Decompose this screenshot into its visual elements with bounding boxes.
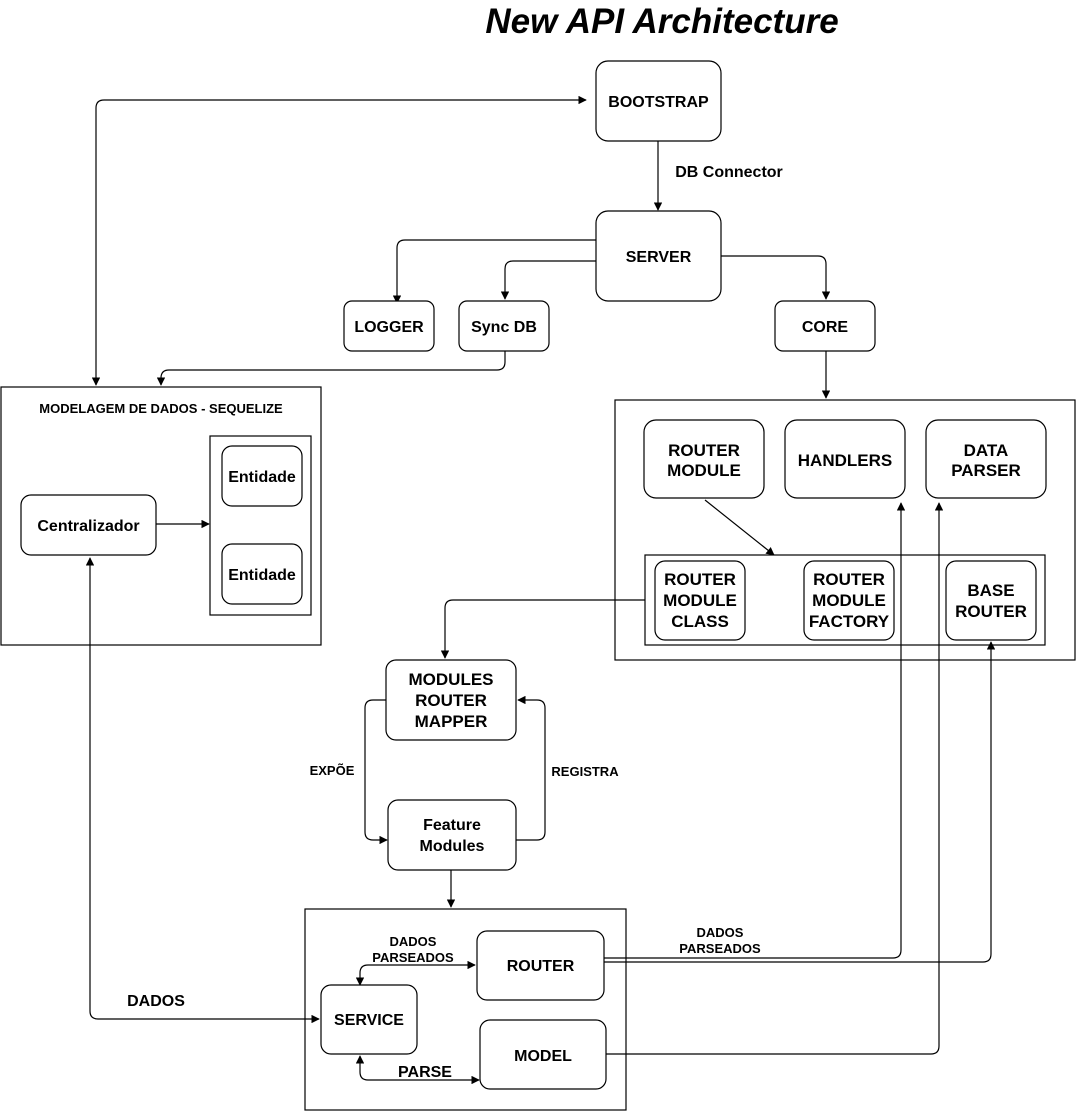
svg-text:ROUTER: ROUTER (813, 570, 885, 589)
node-entidade-2: Entidade (221, 543, 303, 605)
edge-routermodule-classes (704, 499, 775, 556)
svg-text:FACTORY: FACTORY (809, 612, 890, 631)
node-logger: LOGGER (343, 300, 435, 352)
label-dados-parseados-right-2: PARSEADOS (679, 941, 761, 956)
label-dados-parseados-left-2: PARSEADOS (372, 950, 454, 965)
edge-server-core (721, 255, 831, 300)
svg-text:SERVICE: SERVICE (334, 1012, 404, 1029)
svg-text:ROUTER: ROUTER (668, 441, 740, 460)
svg-text:BOOTSTRAP: BOOTSTRAP (608, 94, 709, 111)
diagram-title: New API Architecture (485, 2, 838, 41)
node-router-module: ROUTER MODULE (643, 419, 765, 499)
svg-text:PARSER: PARSER (951, 461, 1021, 480)
node-base-router: BASE ROUTER (945, 560, 1037, 641)
edge-bootstrap-modelagem (91, 95, 587, 386)
node-server: SERVER (595, 210, 722, 302)
label-dados-parseados-left-1: DADOS (390, 934, 437, 949)
edge-router-handlers (604, 502, 906, 959)
edge-centralizador-service (85, 557, 320, 1024)
edge-mapper-feature (364, 699, 388, 845)
label-parse: PARSE (398, 1064, 452, 1081)
node-data-parser: DATA PARSER (925, 419, 1047, 499)
svg-text:Centralizador: Centralizador (37, 518, 139, 535)
svg-text:Modules: Modules (420, 838, 485, 855)
svg-text:MODULE: MODULE (667, 461, 741, 480)
svg-text:Entidade: Entidade (228, 469, 296, 486)
edge-server-logger (392, 239, 596, 304)
svg-text:ROUTER: ROUTER (415, 691, 487, 710)
svg-text:HANDLERS: HANDLERS (798, 451, 892, 470)
group-modelagem-label: MODELAGEM DE DADOS - SEQUELIZE (39, 401, 283, 416)
node-router-module-factory: ROUTER MODULE FACTORY (803, 560, 895, 641)
svg-text:ROUTER: ROUTER (955, 602, 1027, 621)
label-dados: DADOS (127, 993, 185, 1010)
label-db-connector: DB Connector (675, 164, 783, 181)
edges (85, 95, 996, 1085)
label-dados-parseados-right-1: DADOS (697, 925, 744, 940)
svg-text:DATA: DATA (964, 441, 1009, 460)
label-registra: REGISTRA (551, 764, 619, 779)
edge-model-dataparser (606, 502, 944, 1055)
svg-text:CORE: CORE (802, 319, 849, 336)
node-handlers: HANDLERS (784, 419, 906, 499)
svg-text:MODULE: MODULE (812, 591, 886, 610)
edge-classes-mapper (440, 599, 645, 659)
svg-text:ROUTER: ROUTER (664, 570, 736, 589)
svg-text:MODULE: MODULE (663, 591, 737, 610)
edge-feature-mapper (516, 695, 546, 841)
edge-service-model (355, 1055, 480, 1085)
edge-server-syncdb (500, 260, 596, 300)
node-centralizador: Centralizador (20, 494, 157, 556)
node-entidade-1: Entidade (221, 445, 303, 507)
svg-text:MODULES: MODULES (409, 670, 494, 689)
node-service: SERVICE (320, 984, 418, 1055)
node-bootstrap: BOOTSTRAP (595, 60, 722, 142)
label-expoe: EXPÕE (310, 763, 355, 778)
node-router: ROUTER (476, 930, 605, 1001)
node-model: MODEL (479, 1019, 607, 1090)
svg-text:MAPPER: MAPPER (415, 712, 488, 731)
edge-router-baserouter (604, 641, 996, 963)
svg-text:LOGGER: LOGGER (354, 319, 424, 336)
svg-text:Entidade: Entidade (228, 567, 296, 584)
edge-router-service (355, 960, 476, 986)
node-feature-modules: Feature Modules (387, 799, 517, 871)
node-sync-db: Sync DB (458, 300, 550, 352)
node-router-module-class: ROUTER MODULE CLASS (654, 560, 746, 641)
edge-syncdb-modelagem (156, 351, 506, 386)
svg-text:Feature: Feature (423, 817, 481, 834)
group-core (614, 399, 1076, 661)
svg-text:SERVER: SERVER (626, 249, 692, 266)
node-core: CORE (774, 300, 876, 352)
svg-text:ROUTER: ROUTER (507, 958, 575, 975)
svg-text:CLASS: CLASS (671, 612, 729, 631)
svg-text:BASE: BASE (967, 581, 1014, 600)
svg-text:MODEL: MODEL (514, 1048, 572, 1065)
svg-text:Sync DB: Sync DB (471, 319, 537, 336)
node-modules-router-mapper: MODULES ROUTER MAPPER (385, 659, 517, 741)
